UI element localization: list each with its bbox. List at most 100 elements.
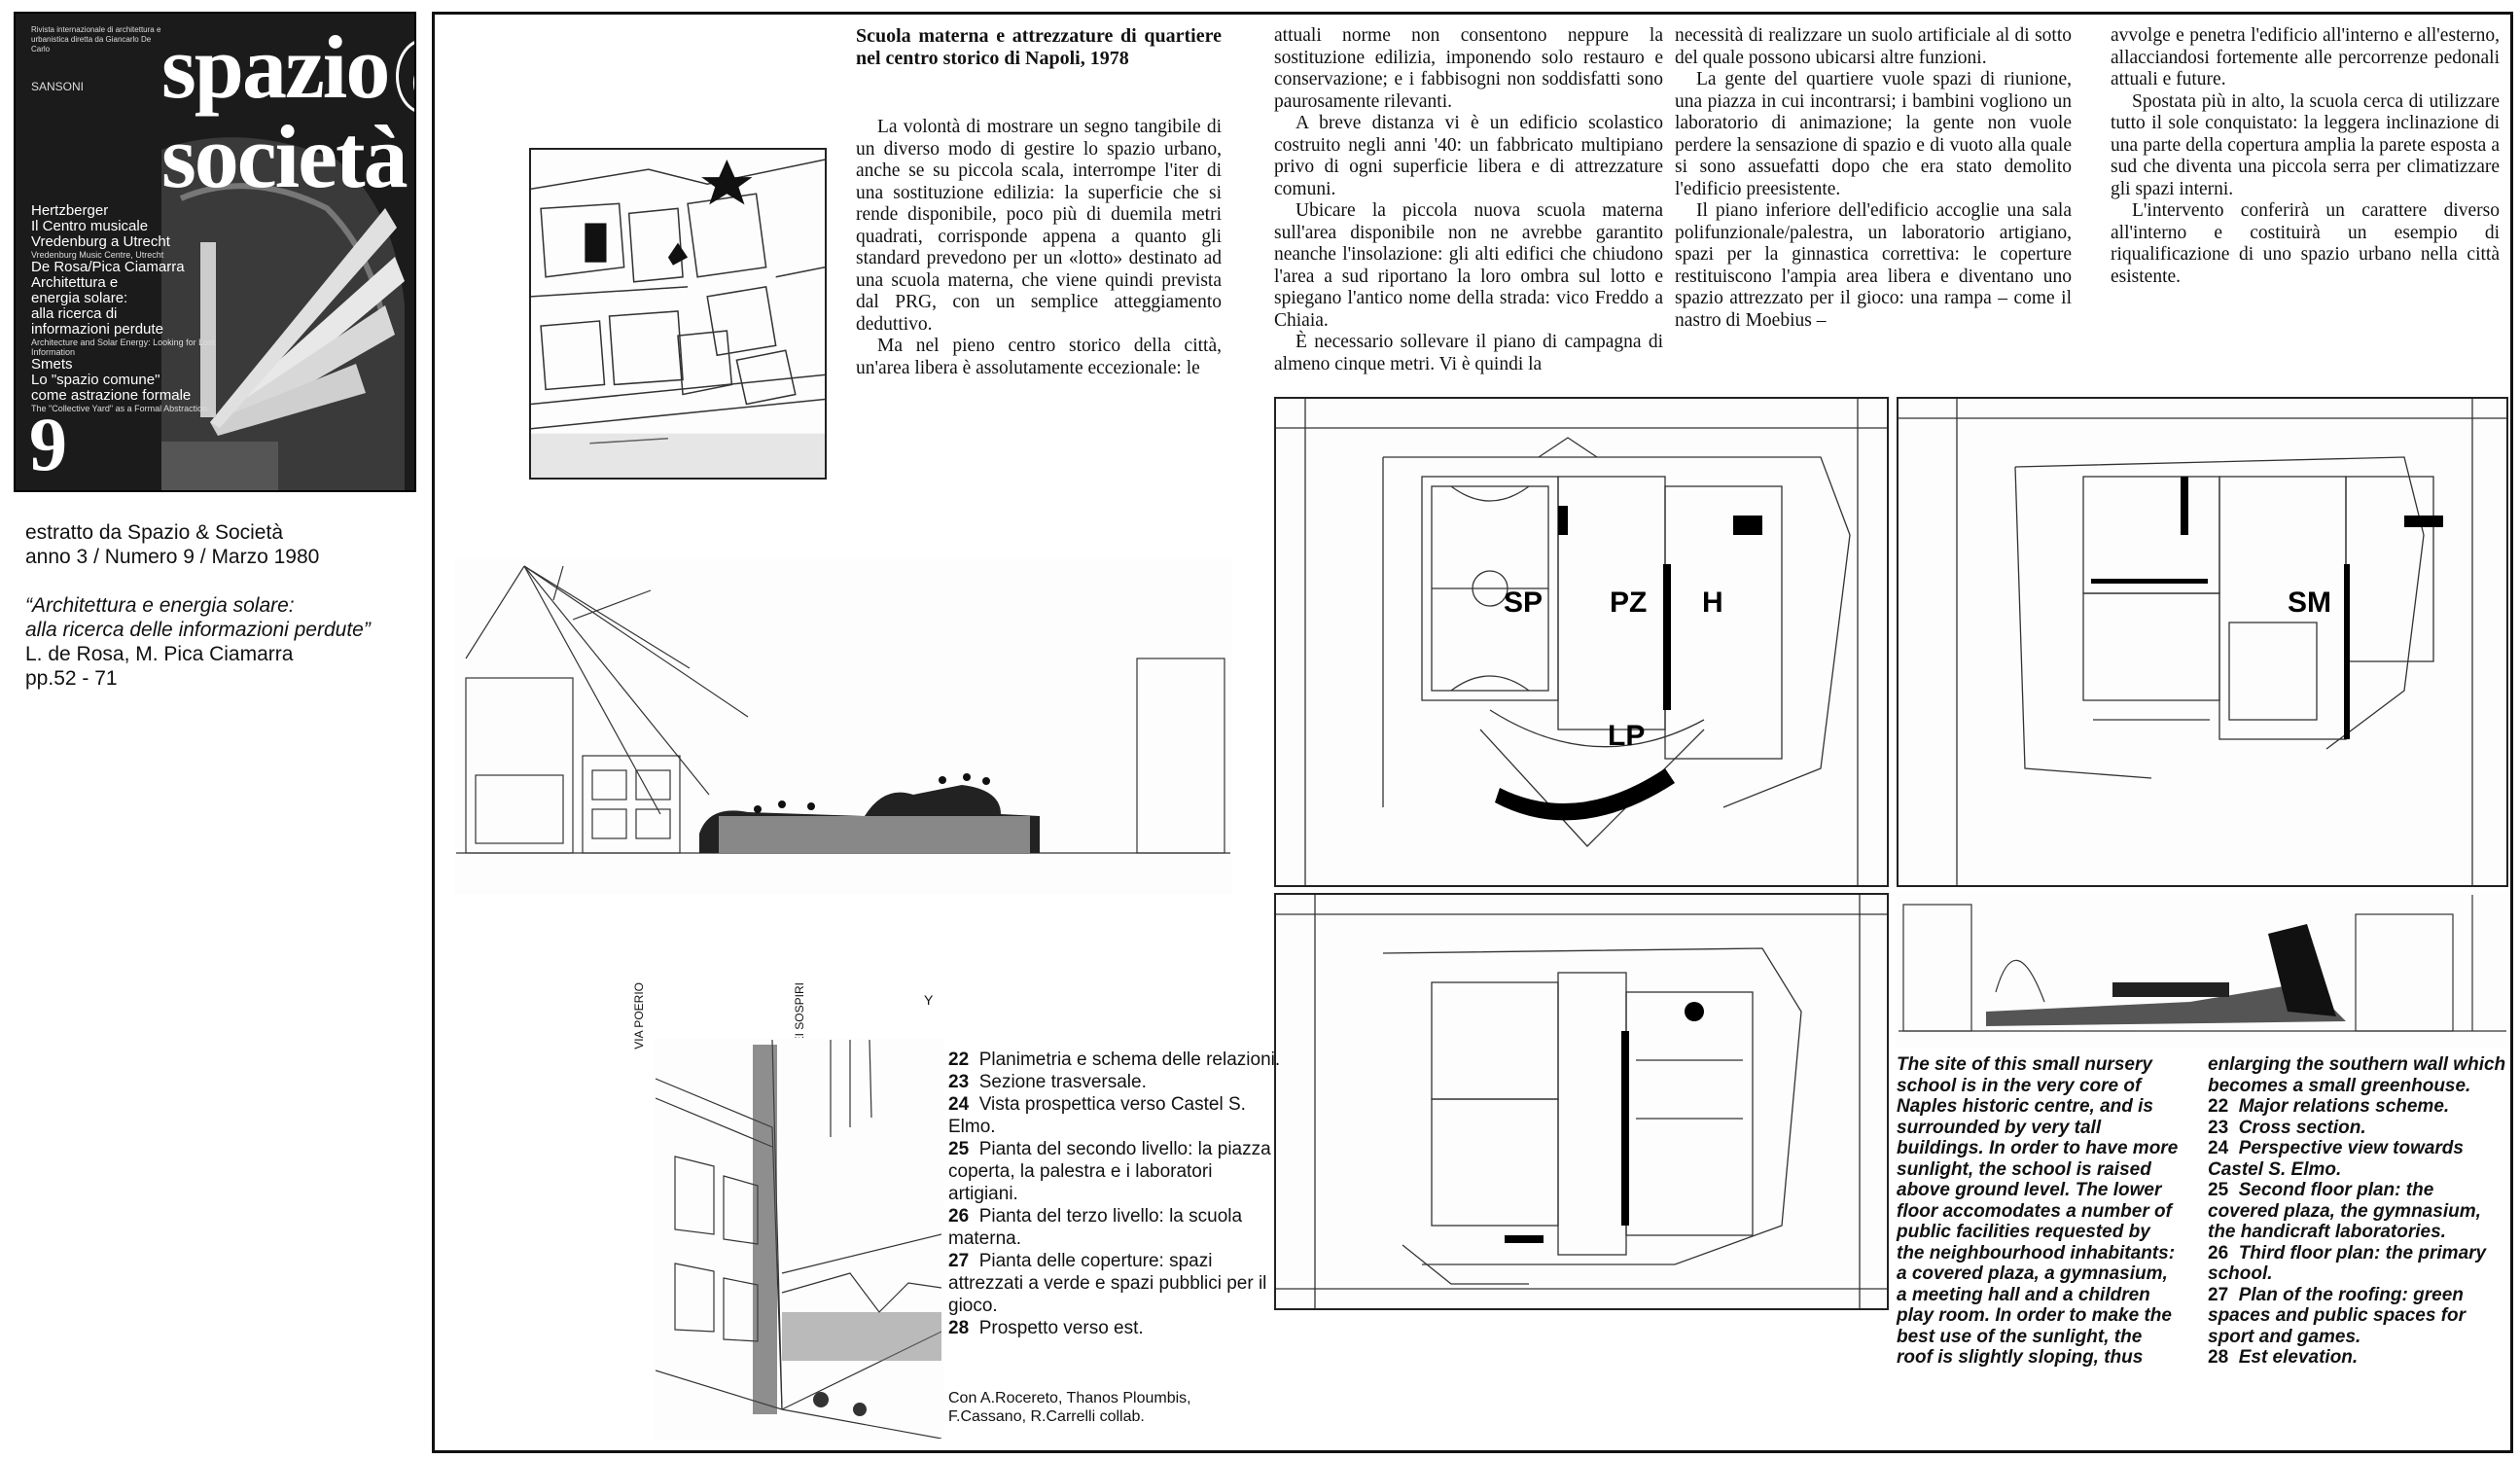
cover-contents-sub: The "Collective Yard" as a Formal Abstra…: [31, 404, 208, 413]
caption-it-text: Pianta del terzo livello: la scuola mate…: [948, 1206, 1243, 1249]
caption-en-text: Third floor plan: the primary school.: [2208, 1242, 2487, 1285]
plan-label-lp: LP: [1608, 720, 1646, 752]
caption-en-number: 27: [2208, 1284, 2229, 1305]
cover-contents-main: De Rosa/Pica Ciamarra: [31, 259, 185, 275]
caption-en-text: Est elevation.: [2238, 1347, 2359, 1368]
caption-english-continuation: enlarging the southern wall which become…: [2208, 1054, 2506, 1096]
caption-en-number: 25: [2208, 1180, 2229, 1200]
figure-28-east-elevation: [1897, 893, 2508, 1048]
figure-22-site-plan: [529, 148, 827, 480]
caption-it-text: Prospetto verso est.: [978, 1318, 1144, 1338]
caption-it-item: 24 Vista prospettica verso Castel S. Elm…: [948, 1093, 1284, 1138]
caption-it-item: 22 Planimetria e schema delle relazioni.: [948, 1049, 1284, 1071]
col3-para-3: Il piano inferiore dell'edificio accogli…: [1675, 200, 2072, 331]
cover-contents-line: De Rosa/Pica Ciamarra: [31, 260, 235, 275]
col2-para-3: Ubicare la piccola nuova scuola materna …: [1274, 200, 1663, 331]
cover-contents-line: Smets: [31, 357, 235, 373]
source-line-2: anno 3 / Numero 9 / Marzo 1980: [25, 546, 320, 568]
article-column-2: attuali norme non consentono neppure la …: [1274, 25, 1663, 375]
cover-masthead-small: Rivista internazionale di architettura e…: [31, 25, 161, 53]
cover-contents-sub: Architecture and Solar Energy: Looking f…: [31, 338, 216, 357]
collab-line-1: Con A.Rocereto, Thanos Ploumbis,: [948, 1390, 1191, 1406]
caption-it-number: 23: [948, 1072, 970, 1092]
caption-it-text: Vista prospettica verso Castel S. Elmo.: [948, 1094, 1246, 1137]
caption-it-text: Planimetria e schema delle relazioni.: [978, 1050, 1281, 1070]
col4-para-2: Spostata più in alto, la scuola cerca di…: [2111, 90, 2500, 199]
source-pages: pp.52 - 71: [25, 667, 118, 690]
article-column-3: necessità di realizzare un suolo artific…: [1675, 25, 2072, 332]
logo-e: e: [396, 39, 414, 114]
cover-contents-main: Smets: [31, 356, 73, 373]
caption-it-item: 23 Sezione trasversale.: [948, 1071, 1284, 1093]
cover-issue-number: 9: [29, 402, 67, 486]
cover-contents-line: alla ricerca di: [31, 306, 235, 322]
cover-contents-main: Vredenburg a Utrecht: [31, 233, 170, 250]
col2-para-1: attuali norme non consentono neppure la …: [1274, 25, 1663, 112]
col4-para-3: L'intervento conferirà un carattere dive…: [2111, 200, 2500, 287]
col1-para-2: Ma nel pieno centro storico della città,…: [856, 336, 1222, 378]
caption-en-number: 24: [2208, 1138, 2229, 1158]
plan-label-sp: SP: [1504, 587, 1544, 619]
logo-societa: società: [161, 107, 408, 206]
caption-en-item: 26 Third floor plan: the primary school.: [2208, 1243, 2509, 1285]
caption-it-number: 28: [948, 1318, 970, 1338]
captions-italian: 22 Planimetria e schema delle relazioni.…: [948, 1049, 1284, 1339]
caption-it-text: Sezione trasversale.: [978, 1072, 1147, 1092]
collaborators: Con A.Rocereto, Thanos Ploumbis, F.Cassa…: [948, 1389, 1240, 1426]
caption-en-text: Major relations scheme.: [2238, 1096, 2450, 1117]
source-authors: L. de Rosa, M. Pica Ciamarra: [25, 643, 294, 665]
caption-it-item: 25 Pianta del secondo livello: la piazza…: [948, 1138, 1284, 1205]
caption-it-item: 28 Prospetto verso est.: [948, 1317, 1284, 1339]
axis-label-y: Y: [924, 992, 934, 1008]
caption-it-item: 26 Pianta del terzo livello: la scuola m…: [948, 1205, 1284, 1250]
caption-en-item: 25 Second floor plan: the covered plaza,…: [2208, 1180, 2509, 1243]
col4-para-1: avvolge e penetra l'edificio all'interno…: [2111, 25, 2500, 89]
col2-para-4: È necessario sollevare il piano di campa…: [1274, 332, 1663, 374]
plan-label-sm: SM: [2288, 587, 2331, 619]
cover-publisher: SANSONI: [31, 80, 85, 93]
cover-contents-main: Lo "spazio comune": [31, 372, 160, 388]
figure-25-second-level-plan: [1274, 397, 1889, 887]
collab-line-2: F.Cassano, R.Carrelli collab.: [948, 1408, 1145, 1425]
source-line-1: estratto da Spazio & Società: [25, 521, 283, 544]
caption-it-number: 25: [948, 1139, 970, 1159]
col3-para-2: La gente del quartiere vuole spazi di ri…: [1675, 69, 2072, 199]
caption-en-text: Plan of the roofing: green spaces and pu…: [2208, 1284, 2467, 1347]
captions-english: enlarging the southern wall which become…: [2208, 1054, 2509, 1369]
source-caption: estratto da Spazio & Società anno 3 / Nu…: [25, 520, 414, 691]
cover-contents-line: energia solare:: [31, 291, 235, 306]
magazine-cover: Rivista internazionale di architettura e…: [14, 12, 416, 492]
plan-label-h: H: [1702, 587, 1723, 619]
caption-it-number: 27: [948, 1251, 970, 1271]
cover-contents-line: Hertzberger: [31, 203, 235, 219]
article-column-1: Scuola materna e attrezzature di quartie…: [856, 25, 1222, 379]
figure-27-roofing-plan: [1274, 893, 1889, 1310]
caption-en-number: 23: [2208, 1117, 2229, 1138]
caption-en-item: 28 Est elevation.: [2208, 1347, 2509, 1369]
logo-spazio: spazio: [161, 18, 390, 117]
cover-illustration: [161, 137, 405, 490]
caption-en-item: 27 Plan of the roofing: green spaces and…: [2208, 1285, 2509, 1348]
source-title-1: “Architettura e energia solare:: [25, 594, 295, 617]
source-title-2: alla ricerca delle informazioni perdute”: [25, 619, 371, 641]
caption-english-intro: The site of this small nursery school is…: [1897, 1054, 2179, 1368]
cover-contents-main: come astrazione formale: [31, 387, 192, 404]
cover-contents-main: energia solare:: [31, 290, 128, 306]
col2-para-2: A breve distanza vi è un edificio scolas…: [1274, 113, 1663, 199]
cover-contents-sub: Vredenburg Music Centre, Utrecht: [31, 250, 164, 260]
caption-it-text: Pianta delle coperture: spazi attrezzati…: [948, 1251, 1267, 1316]
col3-para-1: necessità di realizzare un suolo artific…: [1675, 25, 2072, 68]
caption-en-number: 22: [2208, 1096, 2229, 1117]
figure-26-third-level-plan: [1897, 397, 2508, 887]
caption-it-item: 27 Pianta delle coperture: spazi attrezz…: [948, 1250, 1284, 1317]
cover-contents-line: Il Centro musicale: [31, 219, 235, 234]
article-column-4: avvolge e penetra l'edificio all'interno…: [2111, 25, 2500, 288]
cover-contents-main: informazioni perdute: [31, 321, 163, 338]
caption-en-number: 28: [2208, 1347, 2229, 1368]
figure-24-perspective: [654, 1038, 943, 1441]
